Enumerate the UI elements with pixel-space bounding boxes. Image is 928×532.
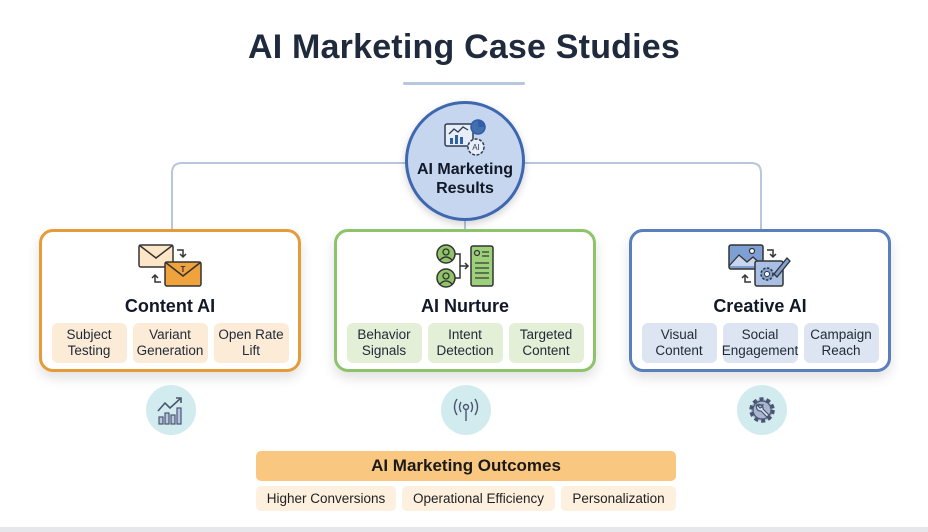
analytics-ai-gear-icon: AI xyxy=(444,119,486,156)
gear-wrench-icon-badge xyxy=(737,385,787,435)
hub-label: AI Marketing Results xyxy=(417,160,513,198)
title-underline xyxy=(403,82,525,85)
outcomes-title-bar: AI Marketing Outcomes xyxy=(256,451,676,481)
outcome-personalization: Personalization xyxy=(561,486,676,511)
image-gear-pencil-icon xyxy=(728,244,791,287)
card-title: AI Nurture xyxy=(420,296,509,316)
growth-chart-icon-badge xyxy=(146,385,196,435)
broadcast-signal-icon-badge xyxy=(441,385,491,435)
bottom-strip xyxy=(0,527,928,532)
gear-wrench-icon xyxy=(749,397,775,423)
svg-text:T: T xyxy=(181,265,186,274)
hub-label-line2: Results xyxy=(436,180,494,197)
card-title: Content AI xyxy=(124,296,216,316)
broadcast-signal-icon xyxy=(453,398,479,421)
outcome-pills: Higher Conversions Operational Efficienc… xyxy=(256,486,676,511)
hub-node: AI AI Marketing Results xyxy=(405,101,525,221)
page-title: AI Marketing Case Studies xyxy=(247,28,680,66)
svg-text:AI: AI xyxy=(472,143,480,152)
outcome-operational-efficiency: Operational Efficiency xyxy=(402,486,555,511)
card-title: Creative AI xyxy=(713,296,807,316)
growth-chart-icon xyxy=(157,397,182,425)
email-swap-icon: T xyxy=(138,244,202,287)
connector-right xyxy=(520,162,762,229)
outcome-higher-conversions: Higher Conversions xyxy=(256,486,396,511)
connector-left xyxy=(171,162,410,229)
users-to-profile-icon xyxy=(436,244,494,288)
hub-label-line1: AI Marketing xyxy=(416,161,513,178)
